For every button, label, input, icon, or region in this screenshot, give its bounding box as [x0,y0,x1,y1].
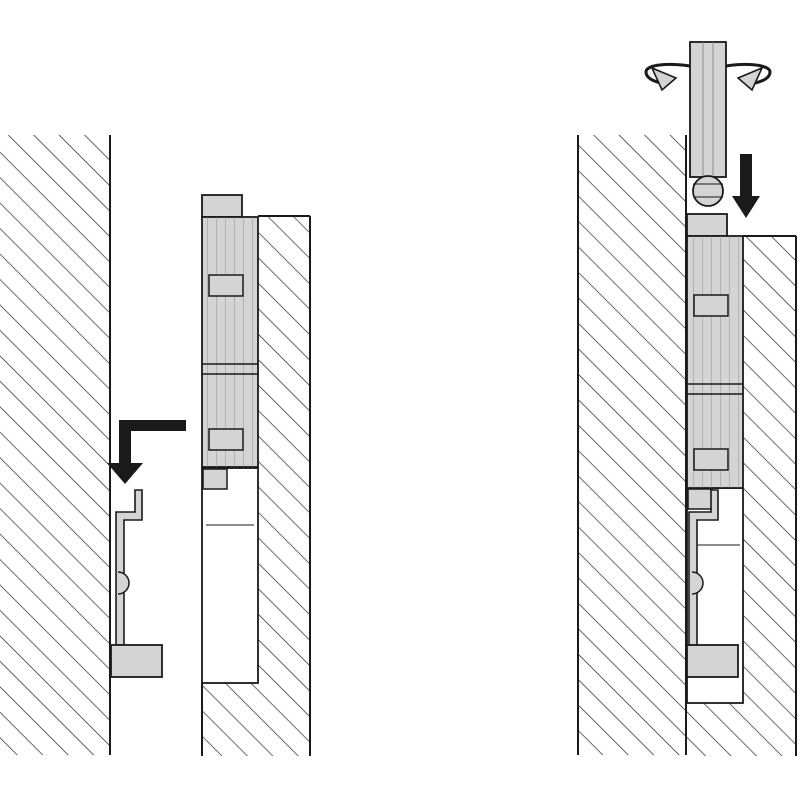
rotation-arrows-icon [644,62,772,92]
left-panel [0,135,311,756]
fitting-body-right [686,235,744,489]
fitting-body [201,216,259,468]
left-wall [0,135,111,755]
screwdriver-icon [689,41,727,207]
housing-cavity [201,467,259,684]
clip-base-plate-right [686,644,739,678]
fitting-top-cap [201,194,243,218]
fitting-top-cap-right [686,213,728,237]
fitting-lock-tab-right [687,488,713,510]
insert-arrow-icon [107,420,186,484]
down-arrow-icon [732,154,760,218]
door-panel-right [687,235,797,756]
mounting-clip [110,489,163,678]
right-wall [577,135,687,755]
right-panel [577,41,797,756]
mounting-clip-right [686,489,739,678]
clip-base-plate [110,644,163,678]
fitting-lock-tab [202,468,228,490]
